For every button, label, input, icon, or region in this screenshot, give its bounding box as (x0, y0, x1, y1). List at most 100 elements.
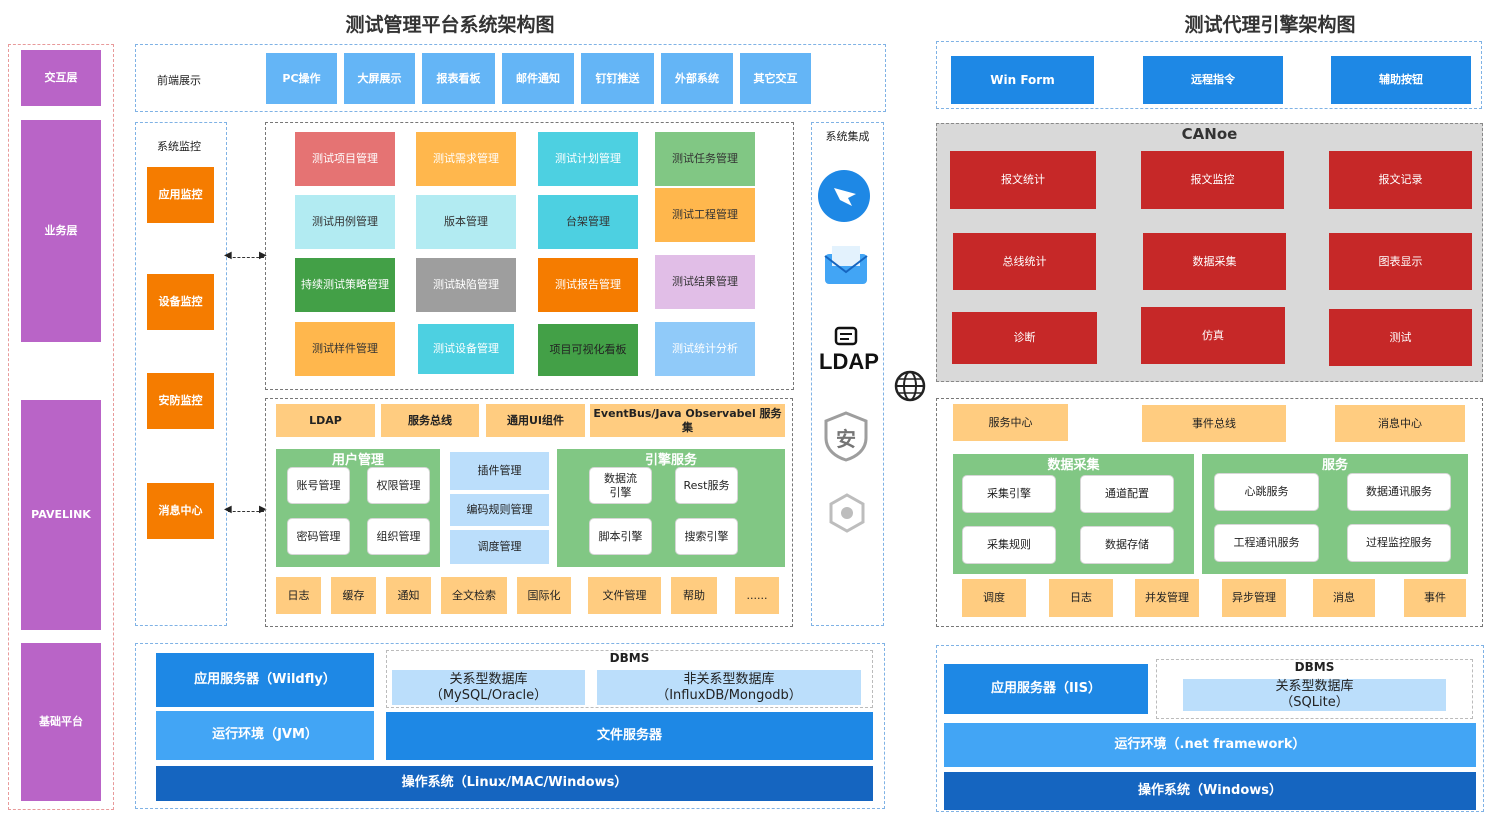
dc-engine: 采集引擎 (962, 475, 1056, 513)
frontend-pc: PC操作 (266, 53, 337, 104)
engine-title: 引擎服务 (644, 453, 697, 468)
right-diagram-title: 测试代理引擎架构图 (1184, 14, 1356, 36)
module-task: 测试任务管理 (655, 132, 755, 186)
agent-dbms-section (1156, 659, 1473, 719)
frontend-mail: 邮件通知 (502, 53, 574, 104)
util-files: 文件管理 (588, 577, 661, 614)
agent-services-title: 服务 (1321, 458, 1348, 473)
agent-util-concurrency: 并发管理 (1135, 579, 1199, 617)
service-eventbus: EventBus/Java Observabel 服务集 (590, 404, 785, 437)
canoe-data-collect: 数据采集 (1143, 233, 1286, 290)
agent-util-schedule: 调度 (962, 579, 1026, 617)
util-notify: 通知 (386, 577, 431, 614)
canoe-diagnosis: 诊断 (952, 312, 1097, 364)
arrow-head-left-icon: ◀ (224, 504, 232, 515)
left-diagram-title: 测试管理平台系统架构图 (345, 14, 555, 36)
agent-message-center: 消息中心 (1335, 405, 1465, 442)
ldap-icon: LDAP (819, 326, 879, 376)
security-shield-icon: 安 (822, 410, 870, 462)
mail-icon (820, 242, 872, 287)
util-log: 日志 (276, 577, 321, 614)
agent-dbms-label: DBMS (1294, 660, 1335, 674)
dbms-label: DBMS (609, 651, 650, 665)
canoe-test: 测试 (1329, 309, 1472, 366)
service-bus: 服务总线 (381, 404, 479, 437)
agent-os: 操作系统（Windows） (944, 772, 1476, 810)
agent-base-section (936, 645, 1484, 812)
integration-label: 系统集成 (825, 130, 870, 143)
engine-dataflow: 数据流 引擎 (589, 467, 652, 504)
agent-util-event: 事件 (1404, 579, 1466, 617)
data-collection-title: 数据采集 (1047, 458, 1100, 473)
module-equipment: 测试设备管理 (418, 324, 514, 374)
service-scheduling: 调度管理 (450, 530, 549, 564)
arrow-head-left-icon: ◀ (224, 250, 232, 261)
module-ct-strategy: 持续测试策略管理 (295, 258, 395, 312)
frontend-dingtalk: 钉钉推送 (581, 53, 654, 104)
agent-util-async: 异步管理 (1222, 579, 1286, 617)
agent-assist: 辅助按钮 (1331, 56, 1471, 104)
canoe-bus-stats: 总线统计 (953, 233, 1096, 290)
svc-heartbeat: 心跳服务 (1214, 473, 1319, 511)
agent-app-server: 应用服务器（IIS） (944, 664, 1148, 714)
user-permission: 权限管理 (367, 467, 430, 504)
dc-rules: 采集规则 (962, 526, 1056, 564)
util-more: ...... (735, 577, 779, 614)
module-rig: 台架管理 (538, 195, 638, 249)
engine-search: 搜索引擎 (675, 518, 738, 555)
shield-icon-text: 安 (836, 427, 856, 451)
layer-column (8, 44, 114, 810)
module-report: 测试报告管理 (538, 258, 638, 312)
base-file-server: 文件服务器 (386, 712, 873, 760)
module-sample: 测试样件管理 (295, 322, 395, 376)
dc-channel: 通道配置 (1080, 475, 1174, 513)
engine-script: 脚本引擎 (589, 518, 652, 555)
svc-data-comm: 数据通讯服务 (1347, 473, 1451, 511)
base-app-server: 应用服务器（Wildfly） (156, 653, 374, 707)
layer-base: 基础平台 (21, 643, 101, 801)
service-ui-components: 通用UI组件 (486, 404, 585, 437)
agent-event-bus: 事件总线 (1142, 405, 1286, 442)
util-help: 帮助 (671, 577, 717, 614)
canoe-msg-monitor: 报文监控 (1141, 151, 1284, 209)
agent-top-section (936, 41, 1482, 109)
globe-icon (893, 369, 927, 403)
agent-util-log: 日志 (1049, 579, 1113, 617)
module-dashboard: 项目可视化看板 (538, 324, 638, 376)
agent-services-section (936, 398, 1483, 627)
service-ldap: LDAP (276, 404, 375, 437)
monitor-message: 消息中心 (147, 483, 214, 539)
svc-process-monitor: 过程监控服务 (1347, 524, 1451, 562)
user-mgmt-title: 用户管理 (331, 453, 384, 468)
module-defect: 测试缺陷管理 (416, 258, 516, 312)
user-organization: 组织管理 (367, 518, 430, 555)
base-platform-section (135, 643, 885, 809)
service-coding-rules: 编码规则管理 (450, 494, 549, 526)
canoe-title: CANoe (1181, 125, 1238, 143)
db-relational: 关系型数据库 （MySQL/Oracle） (392, 670, 585, 705)
agent-winform: Win Form (951, 56, 1094, 104)
monitor-security: 安防监控 (147, 373, 214, 429)
module-plan: 测试计划管理 (538, 132, 638, 186)
service-plugin: 插件管理 (450, 452, 549, 490)
monitor-label: 系统监控 (157, 140, 201, 153)
monitor-device: 设备监控 (147, 274, 214, 330)
arrow-head-right-icon: ▶ (259, 250, 267, 261)
user-password: 密码管理 (287, 518, 350, 555)
frontend-external: 外部系统 (661, 53, 733, 104)
agent-service-center: 服务中心 (953, 404, 1068, 441)
hexagon-icon (826, 492, 868, 534)
monitor-app: 应用监控 (147, 167, 214, 223)
frontend-label: 前端展示 (157, 74, 201, 87)
module-requirement: 测试需求管理 (416, 132, 516, 186)
canoe-msg-stats: 报文统计 (950, 151, 1096, 209)
util-fulltext: 全文检索 (441, 577, 507, 614)
canoe-msg-record: 报文记录 (1329, 151, 1472, 209)
ldap-icon-text: LDAP (819, 349, 879, 374)
module-testcase: 测试用例管理 (295, 195, 395, 249)
base-os: 操作系统（Linux/MAC/Windows） (156, 766, 873, 801)
engine-rest: Rest服务 (675, 467, 738, 504)
connector-arrow-lower (228, 511, 264, 512)
integration-section (811, 122, 884, 626)
module-version: 版本管理 (416, 195, 516, 249)
